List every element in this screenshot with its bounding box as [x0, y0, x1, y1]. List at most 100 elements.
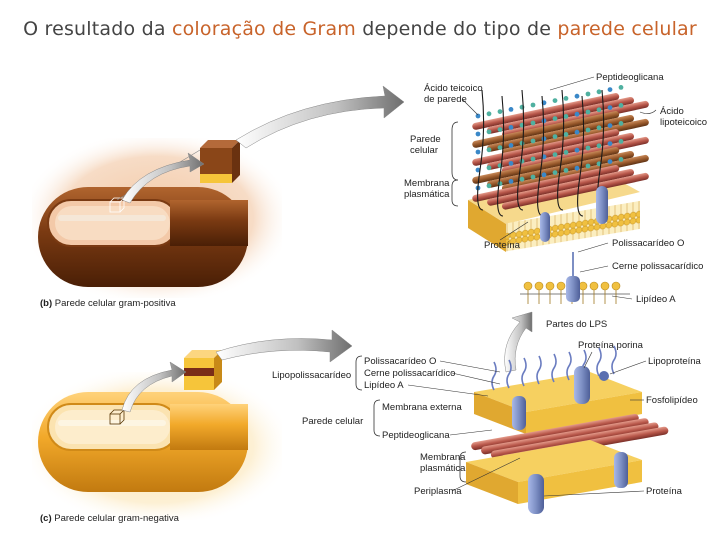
gram-negative-labels: Proteína porina Polissacarídeo O Cerne p… — [272, 340, 702, 497]
teichoic-acid-bead — [508, 143, 514, 148]
teichoic-acid-bead — [596, 143, 602, 149]
lps-labels: Polissacarídeo O Cerne polissacarídico L… — [546, 238, 703, 330]
teichoic-acid-bead — [530, 138, 536, 144]
lipid-head — [578, 281, 588, 291]
teichoic-acid-bead — [519, 140, 525, 146]
teichoic-acid-bead — [541, 172, 547, 178]
teichoic-acid-bead — [486, 147, 492, 153]
teichoic-acid-bead — [585, 145, 591, 151]
arrow-to-lps — [504, 311, 533, 373]
teichoic-acid-bead — [607, 123, 613, 128]
lipid-a-protein — [566, 276, 580, 302]
gram-positive-cell — [32, 138, 282, 298]
teichoic-acid-bead — [607, 159, 613, 165]
peptidoglycan-rod — [471, 413, 639, 451]
teichoic-acid-bead — [530, 156, 536, 162]
lipoprotein — [599, 371, 609, 381]
teichoic-acid-bead — [497, 145, 503, 151]
teichoic-acid-bead — [552, 152, 558, 158]
lipid-head — [534, 281, 544, 291]
svg-text:Lipídeo A: Lipídeo A — [636, 294, 676, 305]
teichoic-acid-bead — [519, 176, 525, 182]
arrow-to-structure-positive — [235, 85, 405, 149]
svg-text:Peptideoglicana: Peptideoglicana — [596, 72, 664, 83]
zoom-cube-icon — [109, 409, 125, 425]
teichoic-acid-strand — [517, 89, 525, 211]
svg-text:Ácido teicoico: Ácido teicoico — [424, 83, 483, 94]
peptidoglycan-rod — [481, 418, 649, 455]
teichoic-acid-bead — [618, 103, 624, 108]
svg-text:Cerne polissacarídico: Cerne polissacarídico — [612, 261, 703, 272]
teichoic-acid-bead — [585, 127, 591, 133]
teichoic-acid-bead — [530, 102, 536, 108]
peptidoglycan-rod — [501, 172, 649, 210]
teichoic-acid-bead — [508, 107, 514, 112]
svg-text:Parede celular: Parede celular — [302, 416, 363, 427]
teichoic-acid-bead — [618, 139, 624, 144]
svg-text:celular: celular — [410, 145, 438, 156]
gram-negative-wall-sample — [184, 350, 222, 390]
porin-protein — [574, 366, 590, 404]
teichoic-acid-bead — [508, 125, 514, 130]
teichoic-acid-bead — [574, 165, 580, 171]
o-polysaccharide-chain — [596, 347, 602, 377]
teichoic-acid-bead — [508, 179, 514, 184]
teichoic-acid-bead — [596, 125, 602, 131]
teichoic-acid-strand — [557, 89, 565, 211]
o-polysaccharide-chain — [611, 345, 617, 375]
svg-text:Partes do LPS: Partes do LPS — [546, 319, 607, 330]
peptidoglycan-rod — [487, 168, 634, 206]
teichoic-acid-bead — [618, 157, 624, 162]
teichoic-acid-bead — [563, 132, 569, 137]
teichoic-acid-bead — [475, 167, 481, 173]
teichoic-acid-strand — [577, 95, 585, 217]
teichoic-acid-bead — [541, 136, 547, 142]
svg-text:lipoteicoico: lipoteicoico — [660, 117, 707, 128]
gram-positive-wall-sample — [200, 140, 240, 183]
teichoic-acid-bead — [574, 129, 580, 135]
teichoic-acid-bead — [475, 149, 481, 155]
svg-text:Polissacarídeo O: Polissacarídeo O — [364, 356, 436, 367]
teichoic-acid-bead — [508, 161, 514, 166]
lipid-head — [600, 281, 610, 291]
teichoic-acid-bead — [552, 170, 558, 176]
membrane-protein — [540, 212, 550, 242]
svg-text:Proteína: Proteína — [484, 240, 521, 251]
lipid-head — [611, 281, 621, 291]
teichoic-acid-bead — [563, 150, 569, 155]
inner-membrane-protein — [614, 452, 628, 488]
svg-text:Proteína: Proteína — [646, 486, 683, 497]
teichoic-acid-bead — [618, 85, 624, 90]
teichoic-acid-bead — [486, 111, 492, 117]
peptidoglycan-rod — [472, 111, 620, 148]
lipid-head — [545, 281, 555, 291]
teichoic-acid-bead — [596, 89, 602, 95]
svg-text:Polissacarídeo O: Polissacarídeo O — [612, 238, 684, 249]
peptidoglycan-rod — [472, 165, 620, 202]
page-title: O resultado da coloração de Gram depende… — [23, 18, 697, 40]
teichoic-acid-bead — [486, 129, 492, 135]
teichoic-acid-bead — [585, 91, 591, 97]
teichoic-acid-bead — [552, 134, 558, 140]
arrow-to-sample-negative — [121, 361, 187, 413]
teichoic-acid-strand — [497, 95, 505, 217]
teichoic-acid-bead — [607, 87, 613, 92]
svg-text:de parede: de parede — [424, 94, 467, 105]
svg-text:Membrana: Membrana — [404, 178, 450, 189]
teichoic-acid-strand — [477, 89, 485, 211]
gram-negative-wall-structure — [466, 345, 669, 514]
svg-text:plasmática: plasmática — [420, 463, 466, 474]
teichoic-acid-bead — [574, 93, 580, 99]
inner-membrane-protein — [528, 474, 544, 514]
svg-text:Lipídeo A: Lipídeo A — [364, 380, 404, 391]
teichoic-acid-bead — [552, 98, 558, 103]
membrane-protein — [596, 186, 608, 224]
teichoic-acid-bead — [585, 163, 591, 169]
lipid-head — [589, 281, 599, 291]
o-polysaccharide-chain — [551, 353, 557, 383]
teichoic-acid-bead — [486, 183, 492, 189]
svg-text:plasmática: plasmática — [404, 189, 450, 200]
gram-positive-labels: Peptideoglicana Ácido teicoico de parede… — [404, 72, 707, 251]
teichoic-acid-bead — [607, 105, 613, 110]
